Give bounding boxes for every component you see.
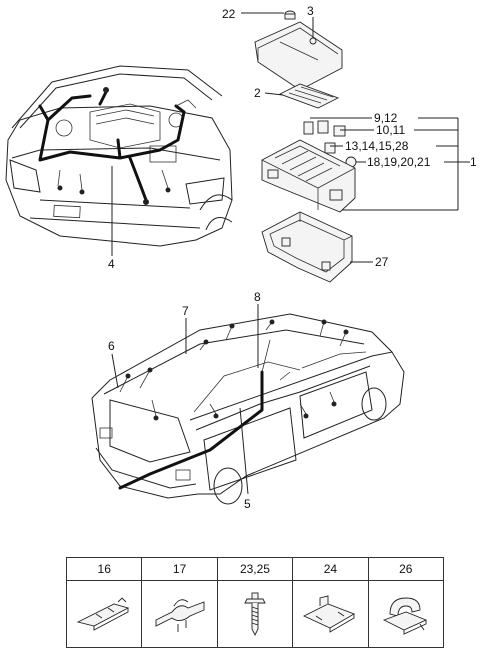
part-3-cover — [254, 21, 343, 91]
legend-header-26: 26 — [367, 557, 445, 581]
callout-10-11: 10,11 — [376, 123, 405, 137]
callout-5: 5 — [244, 497, 251, 511]
part-2-plate — [278, 83, 340, 109]
legend-header-24: 24 — [292, 557, 369, 581]
van-leader-lines — [111, 304, 259, 495]
parts-legend-table: 16 17 23,25 24 26 — [65, 557, 445, 648]
engine-harness — [38, 90, 186, 202]
callout-22: 22 — [222, 7, 236, 21]
part-22-cap — [284, 10, 296, 20]
callout-4: 4 — [108, 257, 115, 271]
front-car-engine-bay — [5, 65, 233, 247]
bolt-icon — [244, 592, 266, 637]
callout-1: 1 — [470, 155, 477, 169]
body-harness — [118, 370, 264, 490]
fuse-box-assembly — [254, 10, 357, 283]
clamp-26-icon — [382, 597, 427, 635]
van-body — [91, 313, 405, 505]
fuse-leader-lines — [241, 12, 470, 263]
part-27-tray — [261, 211, 353, 283]
clip-16-icon — [76, 597, 130, 631]
clip-17-icon — [155, 599, 205, 632]
callout-2: 2 — [254, 86, 261, 100]
callout-13-28: 13,14,15,28 — [345, 139, 409, 153]
legend-header-17: 17 — [141, 557, 218, 581]
callout-18-21: 18,19,20,21 — [367, 155, 431, 169]
callout-9-12: 9,12 — [374, 111, 398, 125]
bracket-24-icon — [303, 595, 356, 633]
callout-7: 7 — [182, 304, 189, 318]
legend-header-16: 16 — [65, 557, 143, 581]
callout-27: 27 — [375, 255, 389, 269]
legend-header-23-25: 23,25 — [216, 557, 294, 581]
callout-6: 6 — [108, 339, 115, 353]
part-1-fuse-box — [261, 139, 356, 213]
callout-8: 8 — [254, 290, 261, 304]
callout-3: 3 — [307, 4, 314, 18]
